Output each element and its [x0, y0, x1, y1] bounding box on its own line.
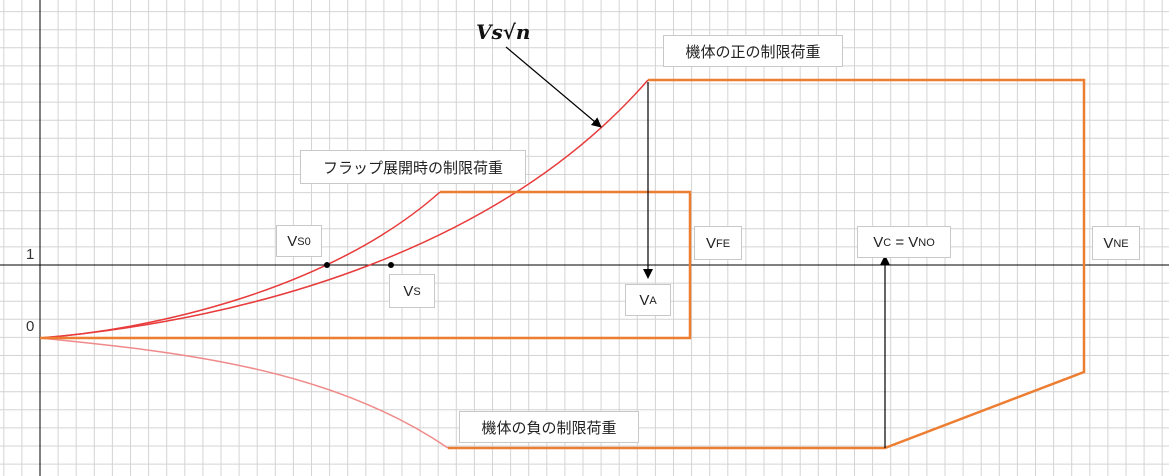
negative-stall-curve: [39, 337, 449, 449]
clean-stall-curve: [39, 79, 649, 339]
positive-limit-label: 機体の正の制限荷重: [663, 35, 843, 67]
tick-zero: 0: [26, 318, 35, 335]
vs-point: [388, 262, 394, 268]
formula-label: Vs√n: [476, 20, 531, 44]
main-envelope: [448, 78, 1086, 450]
formula-arrow: [505, 46, 602, 128]
vs0-point: [324, 262, 330, 268]
tick-one: 1: [26, 246, 35, 263]
negative-limit-label: 機体の負の制限荷重: [459, 411, 639, 443]
flap-envelope: [40, 190, 692, 340]
flap-limit-label: フラップ展開時の制限荷重: [300, 150, 526, 184]
